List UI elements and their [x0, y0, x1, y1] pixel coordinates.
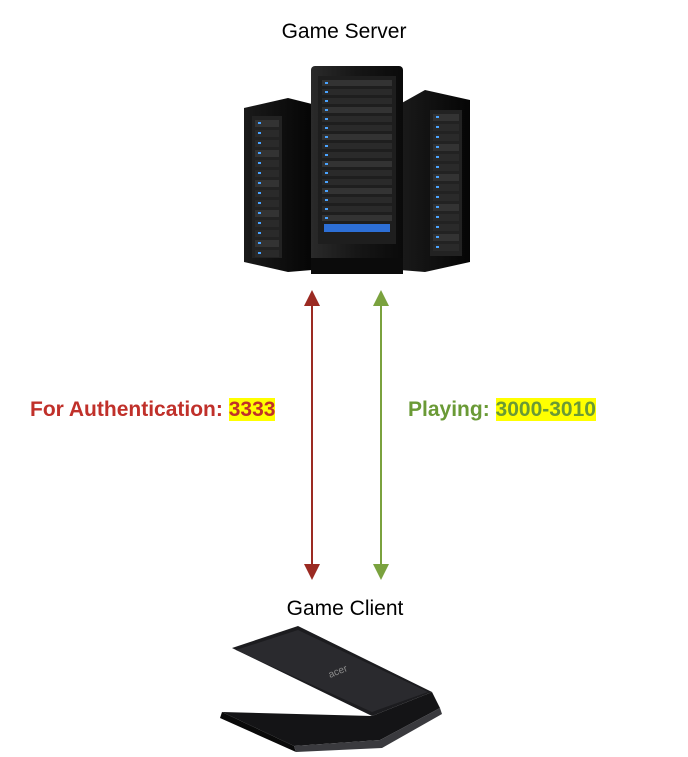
server-title: Game Server [281, 20, 407, 43]
right-rack-icon [400, 90, 470, 272]
laptop-icon: acer [220, 626, 442, 752]
client-title: Game Client [286, 597, 404, 620]
play-port-badge: 3000-3010 [495, 398, 596, 421]
left-rack-icon [244, 98, 312, 272]
auth-port-badge: 3333 [228, 398, 276, 421]
play-label-text: Playing: [408, 398, 490, 421]
auth-label: For Authentication: 3333 [30, 398, 276, 422]
center-rack-icon [311, 66, 403, 274]
play-label: Playing: 3000-3010 [408, 398, 596, 422]
auth-label-text: For Authentication: [30, 398, 223, 421]
